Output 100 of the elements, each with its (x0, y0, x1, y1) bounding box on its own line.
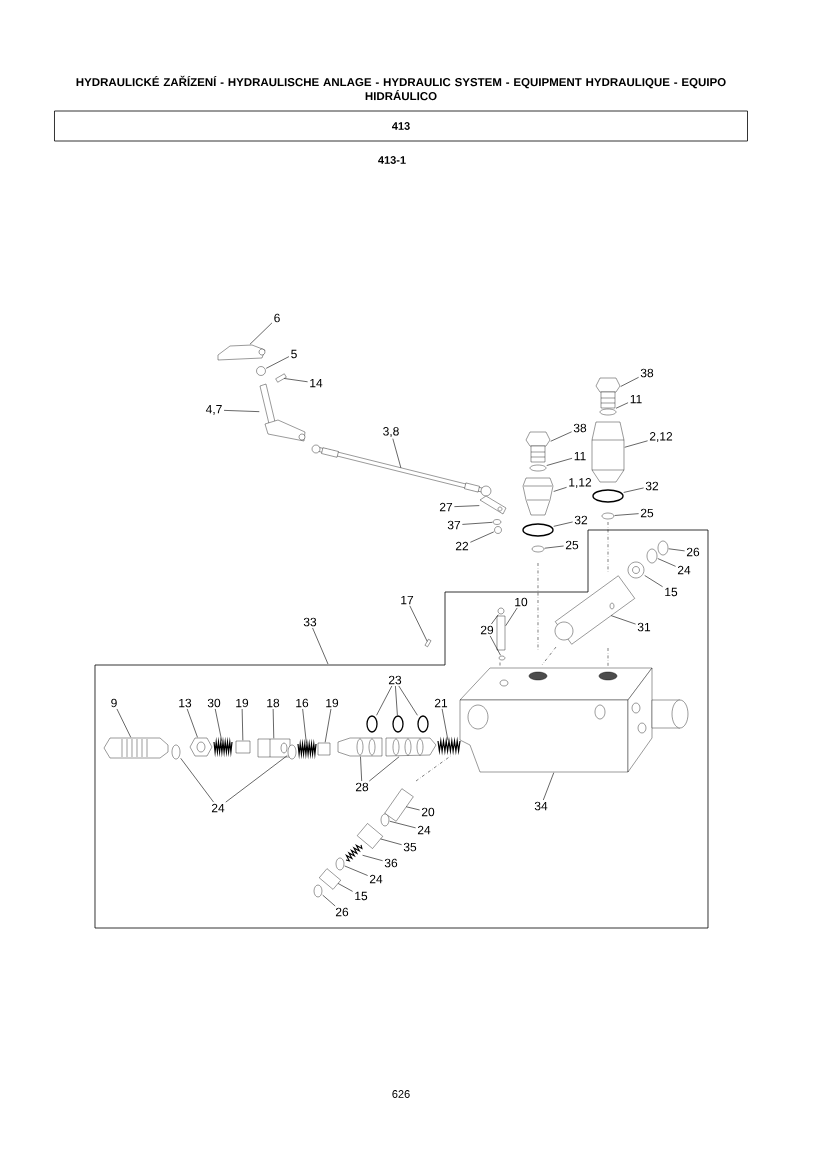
leader-line (470, 531, 495, 543)
figure-number: 413-1 (378, 156, 406, 164)
valve-block (459, 667, 689, 773)
leader-line (543, 772, 555, 801)
leader-line (610, 615, 636, 625)
callout-number: 32 (645, 481, 659, 491)
callout-number: 2,12 (649, 432, 673, 442)
callout-number: 25 (640, 508, 654, 518)
callout-number: 1,12 (569, 478, 592, 488)
callout-number: 26 (686, 547, 700, 557)
leader-line (454, 505, 480, 507)
washer (492, 519, 502, 525)
circlip (657, 540, 669, 556)
hex-plug (595, 377, 621, 409)
leader-line (362, 854, 383, 861)
threaded-plug (103, 737, 169, 759)
o-ring (171, 744, 181, 760)
leader-line (223, 410, 260, 412)
o-ring (531, 545, 545, 553)
valve-cartridge (591, 421, 625, 483)
sleeve (554, 575, 635, 645)
callout-number: 3,8 (383, 427, 399, 437)
callout-number: 26 (335, 907, 349, 917)
link-rod (311, 444, 492, 497)
o-ring (366, 715, 378, 733)
pin (424, 639, 432, 647)
o-ring (646, 548, 658, 564)
callout-number: 11 (630, 394, 642, 404)
leader-line (668, 548, 685, 552)
leader-line (214, 708, 223, 742)
leader-line (553, 487, 567, 492)
callout-number: 37 (447, 520, 461, 530)
callout-number: 22 (455, 541, 469, 551)
callout-number: 14 (310, 378, 323, 388)
leader-line (376, 685, 393, 716)
leader-line (360, 756, 362, 782)
callout-number: 6 (274, 313, 280, 323)
leader-line (491, 614, 499, 625)
circlip (313, 884, 323, 898)
callout-number: 38 (573, 423, 587, 433)
leader-line (389, 820, 416, 829)
callout-number: 19 (236, 698, 249, 708)
callout-number: 11 (574, 451, 586, 461)
callout-number: 24 (417, 825, 431, 835)
section-box: 413 (54, 110, 748, 142)
o-ring (529, 464, 547, 472)
o-ring (287, 744, 297, 760)
leader-line (324, 708, 332, 743)
plug (319, 868, 341, 890)
leader-line (620, 377, 639, 387)
leader-line (553, 521, 573, 527)
callout-number: 24 (369, 874, 383, 884)
leader-line (398, 685, 418, 716)
callout-number: 21 (434, 698, 448, 708)
callout-number: 18 (267, 698, 280, 708)
callout-number: 15 (665, 587, 678, 597)
leader-line (489, 635, 501, 656)
leader-line (644, 575, 663, 588)
callout-number: 5 (291, 349, 297, 359)
o-ring (335, 857, 345, 871)
callout-number: 30 (207, 698, 221, 708)
o-ring (522, 523, 554, 537)
leader-line (116, 708, 132, 738)
leader-line (302, 708, 307, 744)
spring (345, 844, 363, 862)
nut (189, 737, 213, 757)
leader-line (368, 756, 400, 782)
leader-line (409, 605, 428, 642)
leader-line (657, 558, 676, 567)
leader-line (546, 457, 573, 466)
plug (627, 561, 645, 579)
callout-number: 24 (211, 803, 225, 813)
leader-line (623, 487, 644, 493)
callout-number: 15 (355, 891, 368, 901)
callout-number: 31 (637, 622, 651, 632)
hex-plug (525, 431, 551, 463)
lever-arm (259, 383, 306, 442)
plug (357, 823, 383, 849)
callout-number: 27 (439, 502, 453, 512)
callout-number: 13 (179, 698, 192, 708)
callout-number: 36 (384, 858, 398, 868)
leader-line (283, 378, 308, 383)
ring (256, 366, 266, 376)
leader-line (624, 440, 648, 448)
leader-line (406, 806, 420, 811)
pin (275, 373, 287, 383)
leader-line (272, 708, 275, 739)
leader-line (241, 708, 244, 741)
piston (235, 740, 251, 754)
leader-line (337, 883, 353, 892)
spool (385, 737, 437, 757)
leader-line (249, 322, 273, 345)
leader-line (312, 627, 329, 665)
pin-head (497, 607, 505, 615)
washer (498, 655, 506, 661)
spool (337, 737, 383, 757)
spring (437, 736, 461, 756)
leader-line (550, 431, 572, 442)
leader-line (392, 438, 402, 469)
leader-line (186, 708, 198, 738)
